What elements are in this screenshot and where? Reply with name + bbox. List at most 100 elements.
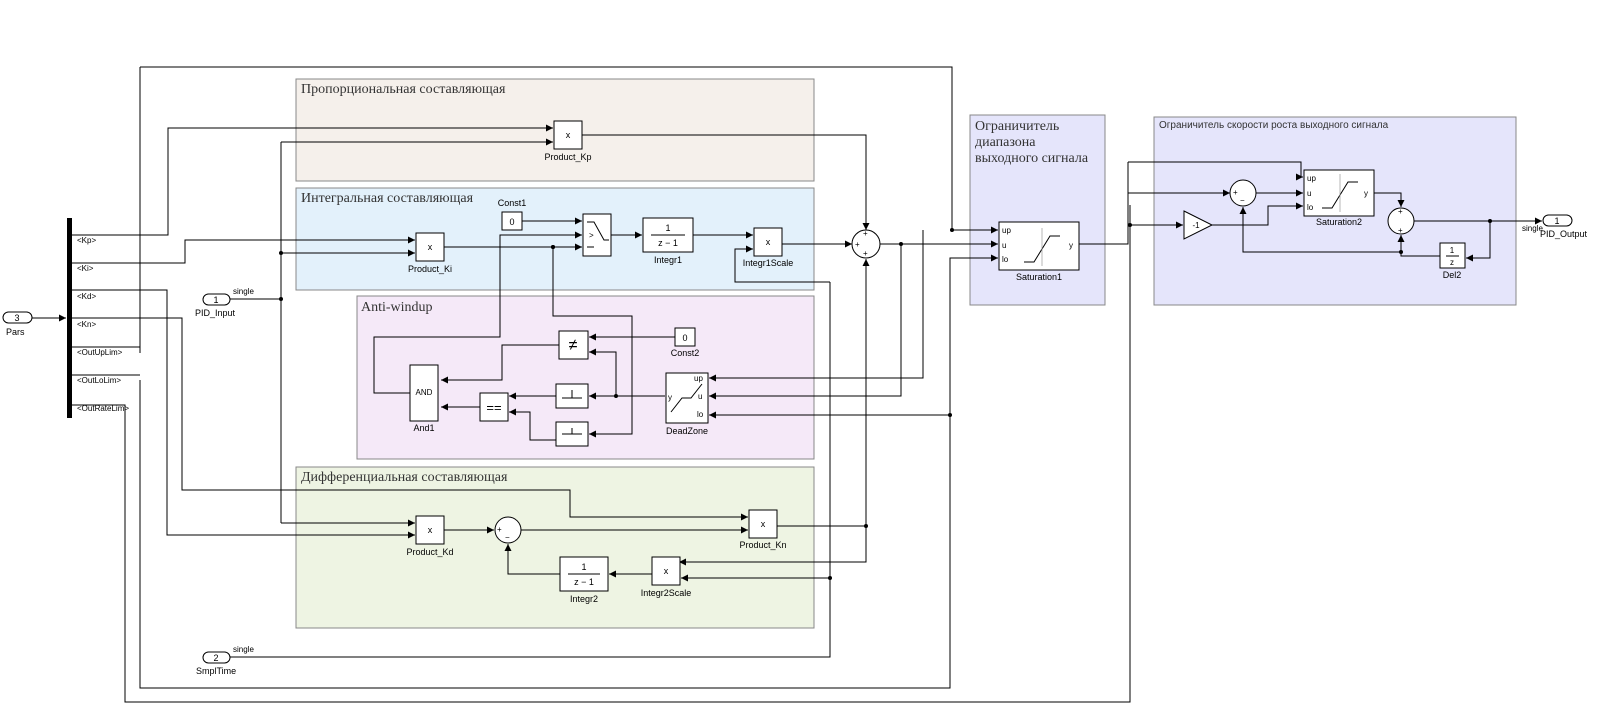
saturation1-up-port: up: [1002, 226, 1011, 235]
sum-node-rate-diff-sign: −: [1240, 196, 1245, 205]
and1-out-wire: [373, 231, 582, 394]
lolim-to-sat1-wire: [949, 254, 998, 415]
saturation1-block[interactable]: [998, 221, 1080, 271]
junction-dot: [828, 576, 832, 580]
frame-wire-top: [140, 66, 953, 230]
area-rate-limiter-title: Ограничитель скорости роста выходного си…: [1159, 120, 1389, 131]
saturation2-u-port: u: [1307, 189, 1311, 198]
switch-icon: [587, 221, 609, 248]
switch-block[interactable]: [582, 213, 612, 257]
area-limiter-title-1: Ограничитель: [975, 119, 1059, 134]
compare1-icon: [562, 390, 582, 399]
kn-wire: [72, 317, 748, 521]
gain-value: -1: [1192, 221, 1200, 230]
bus-label-outlolim: <OutLoLim>: [77, 376, 121, 385]
area-proportional-title: Пропорциональная составляющая: [301, 82, 506, 97]
uplim-to-deadzone-wire: [709, 230, 924, 382]
del2-label: Del2: [1443, 270, 1462, 280]
deadzone-lo-port: lo: [697, 410, 704, 419]
sum-node-sign: +: [855, 240, 860, 249]
del2-to-minus-wire: [1239, 207, 1401, 253]
ki-to-switch-control-wire: [552, 247, 633, 396]
area-differential[interactable]: [295, 466, 815, 629]
smpltime-wire: [230, 282, 831, 658]
neq-symbol: ≠: [569, 337, 578, 354]
sat1-to-sum2-wire: [1128, 161, 1303, 181]
sum-node-diff-sign: −: [505, 533, 510, 542]
gain-block[interactable]: [1183, 210, 1214, 240]
compare2-icon: [562, 428, 582, 435]
saturation2-y-port: y: [1364, 189, 1368, 198]
sum-node-diff-sign: +: [497, 525, 502, 534]
area-limiter-title-2: диапазона: [975, 135, 1036, 150]
sum-node-out-sign: +: [1398, 207, 1403, 216]
const2-label: Const2: [671, 348, 700, 358]
area-differential-title: Дифференциальная составляющая: [301, 470, 508, 485]
sum-node-sign: +: [863, 249, 868, 258]
integr2-numerator: 1: [581, 562, 586, 572]
pid-output-label: PID_Output: [1540, 229, 1588, 239]
product-ki-label: Product_Ki: [408, 264, 452, 274]
neq-block[interactable]: [558, 330, 589, 360]
del2-denominator: z: [1450, 258, 1454, 267]
product-kn-symbol: x: [761, 519, 766, 529]
sum-node-out-sign: +: [1398, 226, 1403, 235]
saturation1-y-port: y: [1069, 241, 1073, 250]
saturation1-lo-port: lo: [1002, 255, 1009, 264]
integr2scale-symbol: x: [664, 566, 669, 576]
sum-to-deadzone-wire: [709, 244, 902, 400]
frame-wire-bottom: [139, 380, 951, 689]
pid-output-outport[interactable]: [1542, 214, 1573, 227]
saturation2-block[interactable]: [1303, 169, 1375, 217]
integr1-label: Integr1: [654, 255, 682, 265]
and1-block[interactable]: [409, 364, 439, 422]
smpltime-label: SmplTime: [196, 666, 236, 676]
sum-node-sign: +: [863, 229, 868, 238]
deadzone-up-port: up: [694, 374, 703, 383]
del2-numerator: 1: [1450, 246, 1455, 255]
product-kn-label: Product_Kn: [739, 540, 786, 550]
deadzone-out-port: y: [668, 393, 672, 402]
area-integral[interactable]: [295, 187, 815, 291]
and1-symbol: AND: [416, 388, 433, 397]
area-integral-title: Интегральная составляющая: [301, 191, 474, 206]
integr2scale-block[interactable]: [651, 556, 681, 586]
kd-wire: [72, 289, 415, 539]
deadzone-icon: [670, 383, 703, 413]
bus-label-kn: <Kn>: [77, 320, 96, 329]
ki-wire: [72, 236, 415, 264]
product-kn-block[interactable]: [748, 509, 778, 539]
neq-out-wire: [441, 344, 559, 384]
smpltime-to-integr1scale-wire: [734, 245, 830, 283]
integr1-numerator: 1: [665, 223, 670, 233]
kp-out-wire: [582, 134, 870, 230]
saturation2-label: Saturation2: [1316, 217, 1362, 227]
area-antiwindup-title: Anti-windup: [361, 300, 433, 315]
feedback-to-del2-wire: [1466, 221, 1491, 262]
compare2-to-eq-wire: [509, 408, 556, 441]
saturation2-up-port: up: [1307, 174, 1316, 183]
and1-label: And1: [413, 423, 434, 433]
product-kp-symbol: x: [566, 130, 571, 140]
del2-out-wire: [1397, 235, 1440, 257]
integr1scale-label: Integr1Scale: [743, 258, 794, 268]
integr1-denominator: z − 1: [658, 238, 678, 248]
integr2-out-wire: [504, 544, 560, 575]
gain-to-sat2-wire: [1212, 202, 1303, 226]
pars-inport-label: Pars: [6, 327, 25, 337]
bus-label-kd: <Kd>: [77, 292, 96, 301]
outratelim-wire: [124, 225, 1131, 703]
product-kd-symbol: x: [428, 525, 433, 535]
pid-output-number: 1: [1554, 216, 1559, 226]
switch-threshold-symbol: >: [589, 231, 594, 240]
kp-wire: [72, 124, 553, 236]
pid-output-type: single: [1522, 224, 1543, 233]
integr1scale-block[interactable]: [753, 227, 783, 257]
bus-signal-labels: <Kp> <Ki> <Kd> <Kn> <OutUpLim> <OutLoLim…: [77, 236, 129, 413]
deadzone-u-port: u: [698, 392, 702, 401]
product-kd-label: Product_Kd: [406, 547, 453, 557]
area-limiter[interactable]: [969, 114, 1106, 306]
bus-selector[interactable]: [67, 218, 72, 418]
product-kp-label: Product_Kp: [544, 152, 591, 162]
saturation2-lo-port: lo: [1307, 203, 1314, 212]
